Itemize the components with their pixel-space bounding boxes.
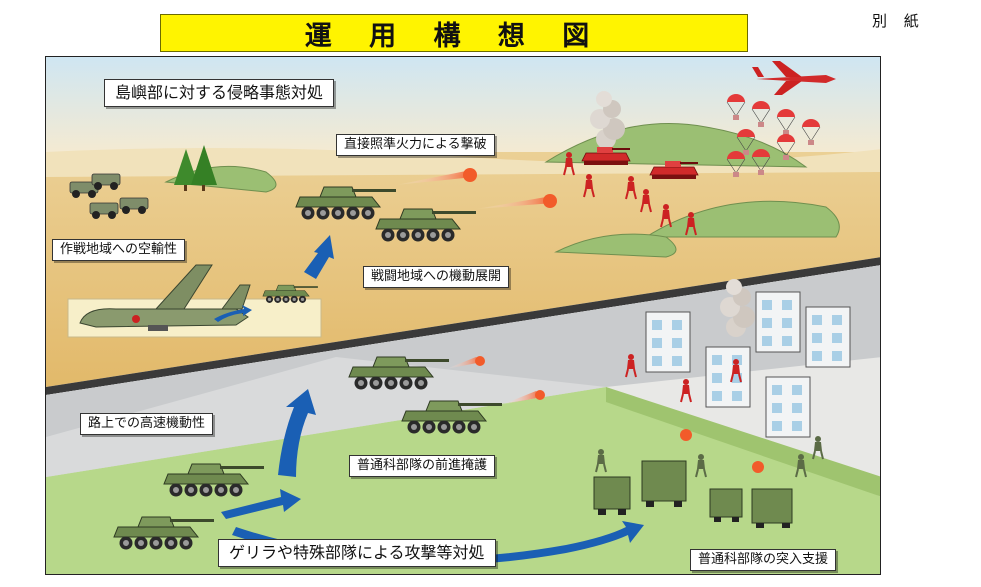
concept-diagram: 島嶼部に対する侵略事態対処 直接照準火力による撃破 作戦地域への空輸性 戦闘地域… — [45, 56, 881, 575]
building-icon — [705, 346, 751, 408]
air-transport-label: 作戦地域への空輸性 — [52, 239, 186, 261]
aircraft-icon — [752, 61, 836, 95]
mobile-deploy-label: 戦闘地域への機動展開 — [363, 266, 510, 288]
grass — [46, 387, 880, 574]
direct-fire-label: 直接照準火力による撃破 — [336, 134, 495, 156]
annex-label: 別 紙 — [872, 12, 925, 30]
building-icon — [645, 311, 691, 373]
scenario-label: 島嶼部に対する侵略事態対処 — [104, 79, 335, 107]
page-title: 運 用 構 想 図 — [304, 20, 604, 52]
tank-icon — [709, 488, 743, 522]
tank-icon — [751, 488, 793, 528]
building-icon — [805, 306, 851, 368]
assault-support-label: 普通科部隊の突入支援 — [690, 549, 837, 571]
illustration — [46, 57, 880, 574]
arrow-icon — [221, 489, 301, 519]
arrow-icon — [278, 389, 316, 477]
tank-icon — [593, 476, 631, 515]
title-banner: 運 用 構 想 図 — [160, 14, 748, 52]
tree-icon — [174, 145, 217, 191]
tank-icon — [641, 460, 687, 507]
guerrilla-label: ゲリラや特殊部隊による攻撃等対処 — [218, 539, 496, 567]
hill — [554, 233, 677, 258]
arrow-icon — [304, 235, 334, 279]
building-icon — [755, 291, 801, 353]
building-icon — [765, 376, 811, 438]
aircraft-icon — [79, 264, 251, 331]
road-mobility-label: 路上での高速機動性 — [80, 413, 214, 435]
infantry-cover-label: 普通科部隊の前進掩護 — [349, 455, 496, 477]
